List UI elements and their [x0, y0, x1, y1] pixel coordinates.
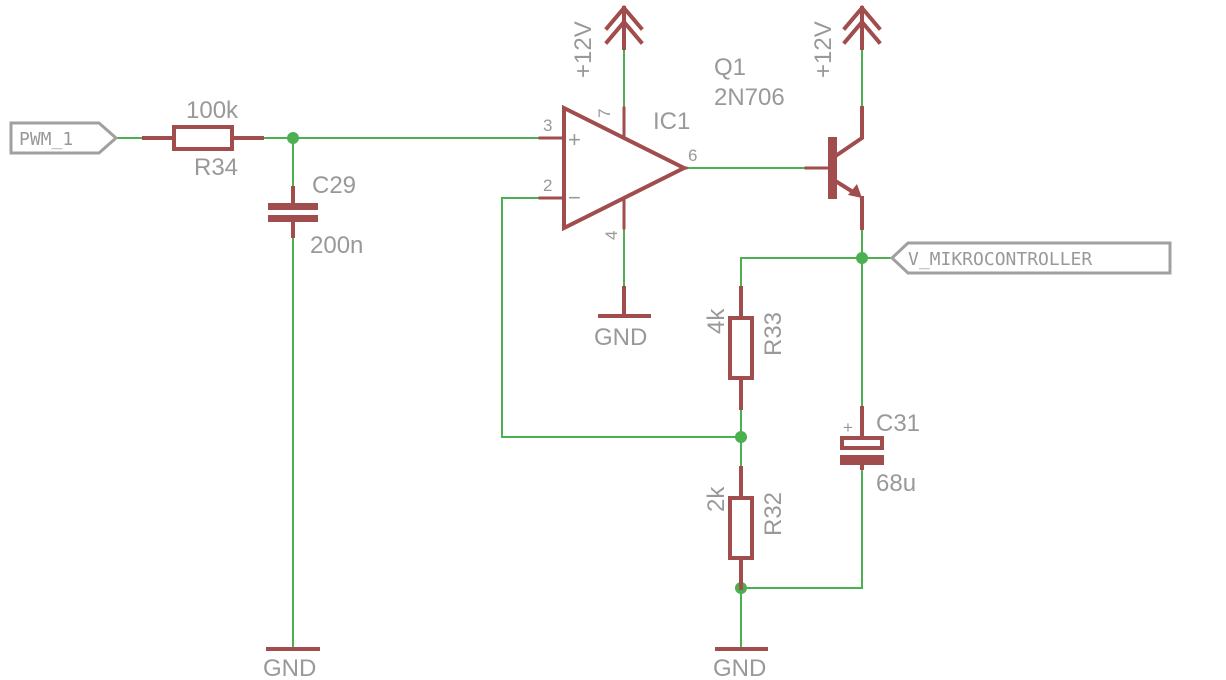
pin-7: 7 — [595, 109, 614, 118]
r32-value: 2k — [703, 486, 730, 512]
supply-symbol-q1: +12V — [810, 4, 882, 78]
gnd-symbol-r32: GND — [713, 647, 768, 680]
opamp-plus-sign: + — [568, 127, 581, 152]
r34-name: R34 — [194, 154, 238, 181]
resistor-r34: 100k R34 — [142, 97, 264, 181]
c29-value: 200n — [310, 232, 363, 259]
pin-6: 6 — [688, 146, 697, 165]
r32-name: R32 — [760, 492, 787, 536]
c31-value: 68u — [876, 470, 916, 497]
junction-dot — [735, 431, 747, 443]
transistor-q1: Q1 2N706 — [714, 54, 864, 230]
gnd-label: GND — [594, 324, 647, 351]
pin-3: 3 — [543, 116, 552, 135]
r33-value: 4k — [703, 308, 730, 334]
capacitor-c29: C29 200n — [268, 172, 363, 259]
supply-label: +12V — [810, 21, 837, 78]
pin-2: 2 — [543, 176, 552, 195]
supply-symbol-ic1: +12V — [570, 4, 644, 78]
wire-c31-to-bottom — [740, 467, 863, 589]
r34-value: 100k — [186, 97, 239, 124]
r33-name: R33 — [760, 312, 787, 356]
gnd-label: GND — [263, 655, 316, 680]
q1-value: 2N706 — [714, 84, 785, 111]
wire-feedback — [501, 197, 742, 438]
q1-name: Q1 — [714, 54, 746, 81]
junction-dot — [287, 132, 299, 144]
net-label-pwm: PWM_1 — [19, 129, 73, 150]
resistor-r33: 4k R33 — [703, 286, 787, 410]
opamp-ic1: + − 3 2 6 7 4 IC1 — [538, 104, 697, 240]
opamp-minus-sign: − — [568, 185, 581, 210]
net-flag-pwm: PWM_1 — [9, 121, 119, 155]
gnd-label: GND — [713, 655, 766, 680]
net-flag-v-mikrocontroller: V_MIKROCONTROLLER — [889, 241, 1172, 275]
c29-name: C29 — [312, 172, 356, 199]
ic1-name: IC1 — [653, 108, 690, 135]
supply-label: +12V — [570, 21, 597, 78]
junction-dot — [856, 252, 868, 264]
resistor-r32: 2k R32 — [703, 466, 787, 590]
c31-name: C31 — [876, 410, 920, 437]
pin-4: 4 — [602, 231, 621, 240]
gnd-symbol-ic1: GND — [594, 286, 651, 351]
c31-polarity-mark: + — [843, 418, 853, 437]
gnd-symbol-c29: GND — [263, 647, 320, 680]
net-label-v-mikrocontroller: V_MIKROCONTROLLER — [908, 249, 1092, 270]
capacitor-c31: + C31 68u — [840, 406, 920, 497]
